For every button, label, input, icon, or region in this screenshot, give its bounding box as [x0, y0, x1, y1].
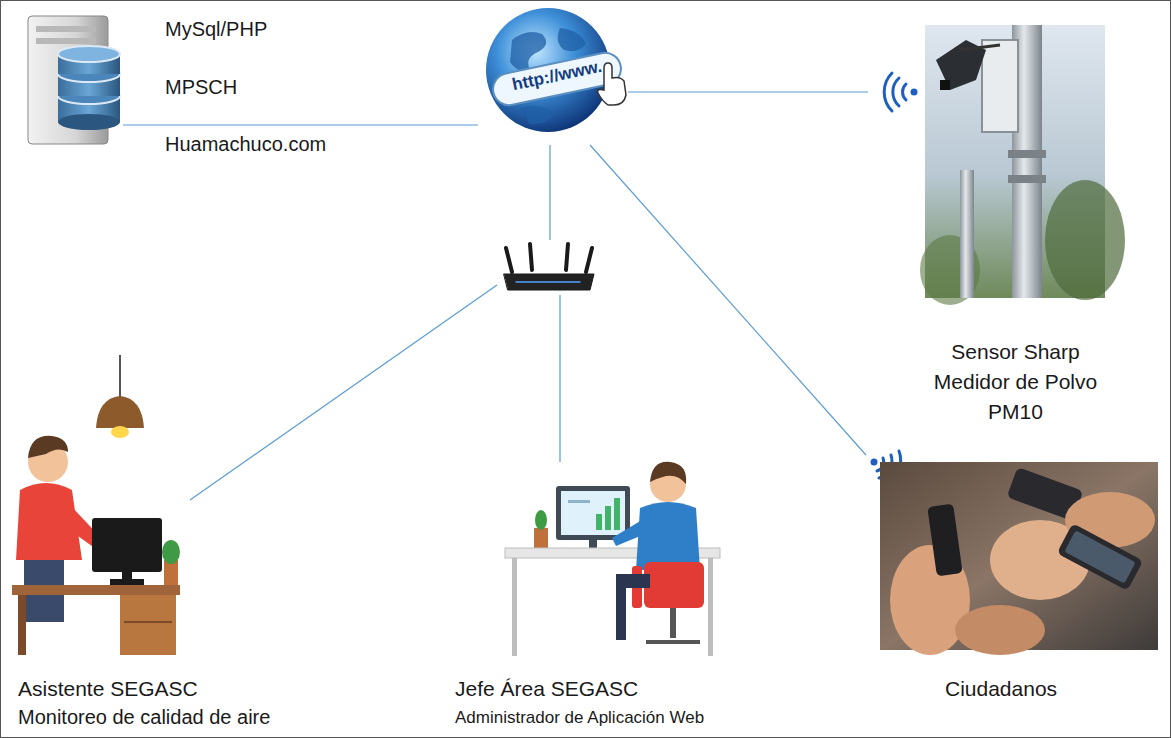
network-link: [550, 145, 551, 240]
citizens-node: Ciudadanos: [866, 445, 1160, 655]
sensor-node: Sensor Sharp Medidor de Polvo PM10: [868, 25, 1105, 300]
router-node: [497, 240, 597, 295]
router-icon: [504, 244, 594, 290]
server-icon: [28, 16, 120, 144]
node-label: Ciudadanos: [945, 677, 1057, 701]
network-link: [560, 295, 561, 462]
network-link: [590, 145, 866, 455]
manager-figure: [505, 462, 720, 656]
wireless-symbol: [884, 73, 917, 111]
link-line: [549, 145, 550, 240]
node-label: Jefe Área SEGASC: [455, 677, 638, 701]
link-line: [123, 124, 478, 125]
internet-globe: [486, 8, 626, 132]
assistant-figure: [12, 355, 180, 655]
link-line: [190, 285, 497, 500]
assistant-node: Asistente SEGASCMonitoreo de calidad de …: [5, 355, 190, 660]
citizens-photo: [880, 462, 1158, 655]
manager-node: Jefe Área SEGASCAdministrador de Aplicac…: [498, 462, 723, 662]
network-link: [190, 285, 497, 500]
node-label: MySql/PHP: [165, 18, 267, 41]
network-link: [123, 125, 478, 126]
node-label: MPSCH: [165, 76, 237, 99]
link-line: [628, 91, 868, 92]
node-label: Administrador de Aplicación Web: [455, 708, 704, 728]
sensor-photo: [920, 25, 1125, 305]
node-label: Sensor Sharp Medidor de Polvo PM10: [923, 337, 1108, 427]
link-line: [590, 145, 866, 455]
node-label: Monitoreo de calidad de aire: [18, 706, 270, 729]
node-label: Huamachuco.com: [165, 133, 326, 156]
internet-node: http://www.: [478, 5, 628, 145]
link-line: [559, 295, 560, 462]
node-label: Asistente SEGASC: [18, 677, 198, 701]
network-link: [628, 92, 868, 93]
server-node: MySql/PHPMPSCHHuamachuco.com: [18, 10, 123, 150]
node-label: http://www.: [501, 55, 613, 97]
